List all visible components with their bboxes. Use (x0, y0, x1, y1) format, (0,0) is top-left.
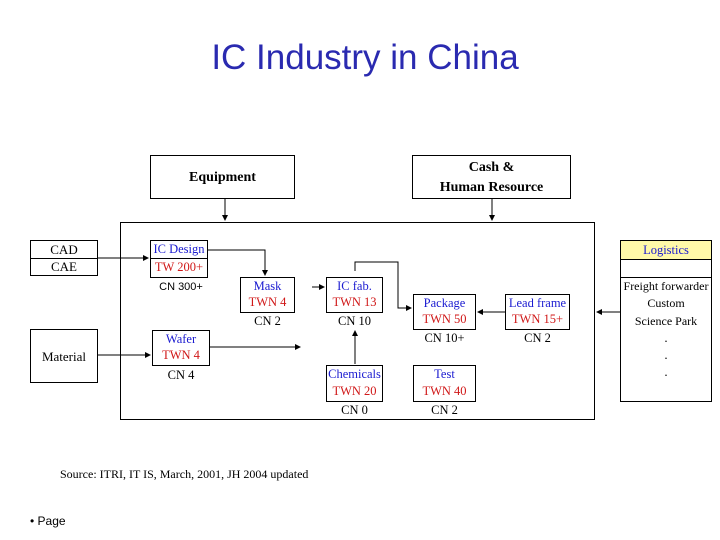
page-label: • Page (30, 514, 66, 528)
logistics-item: . (664, 347, 668, 362)
package-box: Package TWN 50 (413, 294, 476, 330)
material-box: Material (30, 329, 98, 383)
lead-frame-cn: CN 2 (524, 331, 551, 345)
ic-design-twn: TW 200+ (154, 260, 204, 274)
wafer-twn: TWN 4 (162, 348, 200, 362)
cad-cae-divider (30, 258, 98, 259)
equipment-label: Equipment (189, 170, 256, 185)
test-name: Test (434, 367, 455, 381)
ic-design-cn: CN 300+ (159, 281, 203, 293)
logistics-item: Custom (647, 296, 685, 310)
human-resource-label: Human Resource (439, 180, 544, 195)
chemicals-twn: TWN 20 (332, 384, 377, 398)
mask-cn: CN 2 (254, 314, 281, 328)
lead-frame-twn: TWN 15+ (511, 312, 564, 326)
chemicals-cn: CN 0 (341, 403, 368, 417)
logistics-item: Freight forwarder (623, 279, 709, 293)
mask-name: Mask (253, 279, 282, 293)
test-twn: TWN 40 (422, 384, 467, 398)
cae-label: CAE (51, 259, 77, 274)
logistics-box: Logistics Freight forwarder Custom Scien… (620, 240, 712, 402)
chemicals-name: Chemicals (328, 367, 381, 381)
mask-box: Mask TWN 4 (240, 277, 295, 313)
cash-label: Cash & (468, 160, 515, 175)
package-name: Package (423, 296, 466, 310)
ic-fab-cn: CN 10 (338, 314, 371, 328)
material-label: Material (41, 349, 87, 364)
package-cn: CN 10+ (424, 331, 465, 345)
chemicals-box: Chemicals TWN 20 (326, 365, 383, 402)
ic-design-divider (150, 258, 208, 259)
logistics-divider (620, 277, 712, 278)
wafer-box: Wafer TWN 4 (152, 330, 210, 366)
source-note: Source: ITRI, IT IS, March, 2001, JH 200… (60, 467, 309, 481)
package-twn: TWN 50 (422, 312, 467, 326)
page-label-text: Page (37, 514, 66, 528)
arrow-fab-package (354, 261, 412, 311)
wafer-cn: CN 4 (167, 368, 195, 382)
wafer-name: Wafer (165, 332, 197, 346)
ic-design-name: IC Design (153, 242, 205, 256)
test-cn: CN 2 (431, 403, 458, 417)
test-box: Test TWN 40 (413, 365, 476, 402)
page-title: IC Industry in China (211, 38, 519, 77)
equipment-box: Equipment (150, 155, 295, 199)
logistics-item: . (664, 364, 668, 379)
logistics-item: Science Park (634, 314, 698, 328)
ic-fab-name: IC fab. (337, 279, 372, 293)
lead-frame-name: Lead frame (508, 296, 567, 310)
ic-fab-box: IC fab. TWN 13 (326, 277, 383, 313)
mask-twn: TWN 4 (248, 295, 287, 309)
cad-label: CAD (50, 242, 78, 257)
logistics-header: Logistics (621, 241, 711, 260)
cash-hr-box: Cash & Human Resource (412, 155, 571, 199)
lead-frame-box: Lead frame TWN 15+ (505, 294, 570, 330)
ic-design-box: IC Design TW 200+ (150, 240, 208, 278)
logistics-item: . (664, 330, 668, 345)
ic-fab-twn: TWN 13 (332, 295, 377, 309)
arrow-design-mask (208, 249, 268, 276)
